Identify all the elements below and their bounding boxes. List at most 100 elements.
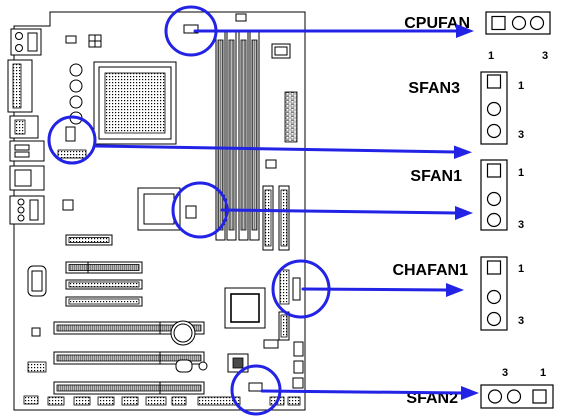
usb-ports — [9, 140, 45, 162]
dimm-slot-4 — [249, 29, 260, 241]
bios-chip — [27, 265, 47, 297]
cpufan-pin1-label: 1 — [488, 50, 494, 62]
small-component — [292, 377, 304, 389]
small-component — [293, 360, 304, 374]
capacitor — [69, 79, 83, 93]
sfan3-arrow-line — [94, 144, 458, 154]
audio-jacks — [9, 195, 45, 225]
battery-cell — [173, 323, 193, 343]
io-chip-die — [232, 357, 244, 369]
ide-connector-pins — [280, 189, 288, 247]
board-outline — [13, 11, 306, 411]
sfan1-callout: SFAN1 1 3 — [410, 159, 524, 231]
sfan2-pointer — [230, 364, 479, 416]
sfan2-arrowhead — [461, 386, 479, 400]
chafan1-board-header — [292, 277, 301, 301]
chafan1-pin1-label: 1 — [518, 263, 524, 275]
serial-port — [9, 115, 39, 139]
capacitor-column — [69, 63, 83, 125]
pin-header — [57, 149, 87, 159]
sfan3-pin3-label: 3 — [518, 129, 524, 141]
pin-2-round — [486, 289, 502, 305]
cpufan-label: CPUFAN — [404, 15, 470, 32]
audio-jack-frame — [29, 199, 39, 221]
pin-header — [23, 395, 39, 405]
sfan3-board-header — [65, 126, 76, 142]
sfan3-label: SFAN3 — [408, 80, 460, 97]
small-component — [88, 34, 102, 48]
sfan1-pin1-label: 1 — [518, 167, 524, 179]
pin-1-square — [486, 74, 502, 89]
pci-slot-1 — [53, 321, 205, 335]
small-component-inner — [274, 46, 288, 56]
serial-port-pins — [14, 119, 26, 135]
bios-chip-body — [31, 270, 43, 292]
cpu-socket-border — [98, 66, 172, 140]
pin-header — [287, 396, 301, 406]
audio-jack — [17, 206, 25, 214]
floppy-connector — [278, 311, 290, 341]
usb-port-lower — [14, 151, 30, 158]
pin-1-square — [532, 389, 547, 404]
sfan1-label: SFAN1 — [410, 168, 462, 185]
pin-2-round — [486, 101, 502, 117]
pin-header — [171, 396, 187, 406]
sfan1-pointer — [171, 181, 473, 239]
dimm-slot-contacts — [240, 39, 247, 231]
pcie-x16-slot — [65, 261, 143, 274]
ide-connector-pins — [264, 189, 272, 247]
sfan3-pointer — [47, 115, 472, 165]
cmos-battery — [170, 320, 196, 346]
small-component — [271, 43, 291, 59]
pin-1-square — [491, 15, 506, 31]
chafan1-pointer — [271, 259, 464, 319]
sfan1-pin3-label: 3 — [518, 219, 524, 231]
jumper-header — [65, 35, 77, 44]
ps2-port-frame — [27, 32, 38, 52]
slot-contacts — [56, 354, 202, 362]
atx-power-connector — [284, 91, 298, 143]
pin-3-round — [486, 123, 502, 139]
sata-connector — [279, 269, 290, 305]
slot-contacts — [56, 324, 202, 332]
pin-3-round — [486, 212, 502, 228]
ide-connector-2 — [278, 185, 290, 251]
pcie-slot — [65, 296, 143, 307]
dimm-slot-contacts — [217, 39, 224, 231]
southbridge-die — [230, 293, 260, 323]
audio-jack-housing — [9, 195, 45, 225]
slot-contacts — [68, 264, 140, 271]
usb-port-housing — [9, 140, 45, 162]
chafan1-label: CHAFAN1 — [392, 262, 468, 279]
pin-2-round — [486, 191, 502, 207]
fan-callouts: CPUFAN 1 3 SFAN3 1 3 SFAN1 — [392, 11, 554, 409]
chafan1-connector — [480, 256, 508, 331]
battery-holder — [170, 320, 196, 346]
sfan3-callout: SFAN3 1 3 — [408, 71, 524, 145]
slot-contacts — [56, 384, 202, 392]
pcie-x1-slot — [65, 234, 113, 246]
sfan2-pin3-label: 3 — [502, 367, 508, 379]
pci-slot-2 — [53, 351, 205, 365]
small-component — [265, 159, 277, 169]
bottom-headers — [23, 395, 301, 406]
pin-2-round — [506, 389, 522, 404]
small-component — [293, 341, 304, 357]
chafan1-arrowhead — [446, 283, 464, 297]
chafan1-pin3-label: 3 — [518, 315, 524, 327]
small-component — [31, 327, 41, 337]
pin-3-round — [487, 389, 503, 404]
motherboard — [7, 11, 306, 411]
audio-jack — [17, 214, 25, 222]
highlight-markers — [47, 5, 479, 416]
small-component — [198, 361, 208, 371]
usb-port-upper — [14, 144, 30, 151]
pin-header — [97, 396, 115, 406]
sfan1-connector — [480, 159, 508, 231]
pci-slot-3 — [53, 381, 205, 395]
cpufan-connector — [485, 11, 551, 35]
parallel-port-pins — [12, 63, 22, 109]
cpufan-pointer — [164, 5, 474, 57]
pin-header — [73, 396, 91, 406]
